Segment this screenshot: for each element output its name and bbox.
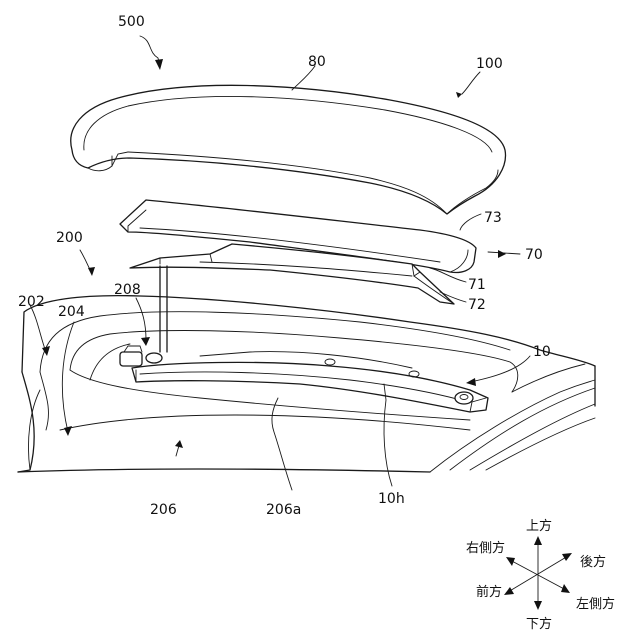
label-71: 71	[468, 277, 486, 293]
label-80: 80	[308, 54, 326, 70]
label-10: 10	[533, 344, 551, 360]
label-100: 100	[476, 56, 503, 72]
dir-left-side: 左側方	[576, 596, 615, 612]
label-73: 73	[484, 210, 502, 226]
dir-down: 下方	[526, 616, 552, 632]
label-500: 500	[118, 14, 145, 30]
label-204: 204	[58, 304, 85, 320]
spoiler-cover-80	[71, 85, 506, 214]
label-202: 202	[18, 294, 45, 310]
label-206: 206	[150, 502, 177, 518]
dir-front: 前方	[476, 584, 502, 600]
label-206a: 206a	[266, 502, 301, 518]
base-part-10	[120, 346, 488, 412]
direction-indicator: 上方 下方 後方 前方 右側方 左側方	[466, 518, 615, 632]
label-10h: 10h	[378, 491, 405, 507]
label-70: 70	[525, 247, 543, 263]
label-200: 200	[56, 230, 83, 246]
label-72: 72	[468, 297, 486, 313]
label-208: 208	[114, 282, 141, 298]
dir-up: 上方	[526, 518, 552, 534]
dir-right-side: 右側方	[466, 540, 505, 556]
dir-rear: 後方	[580, 554, 606, 570]
